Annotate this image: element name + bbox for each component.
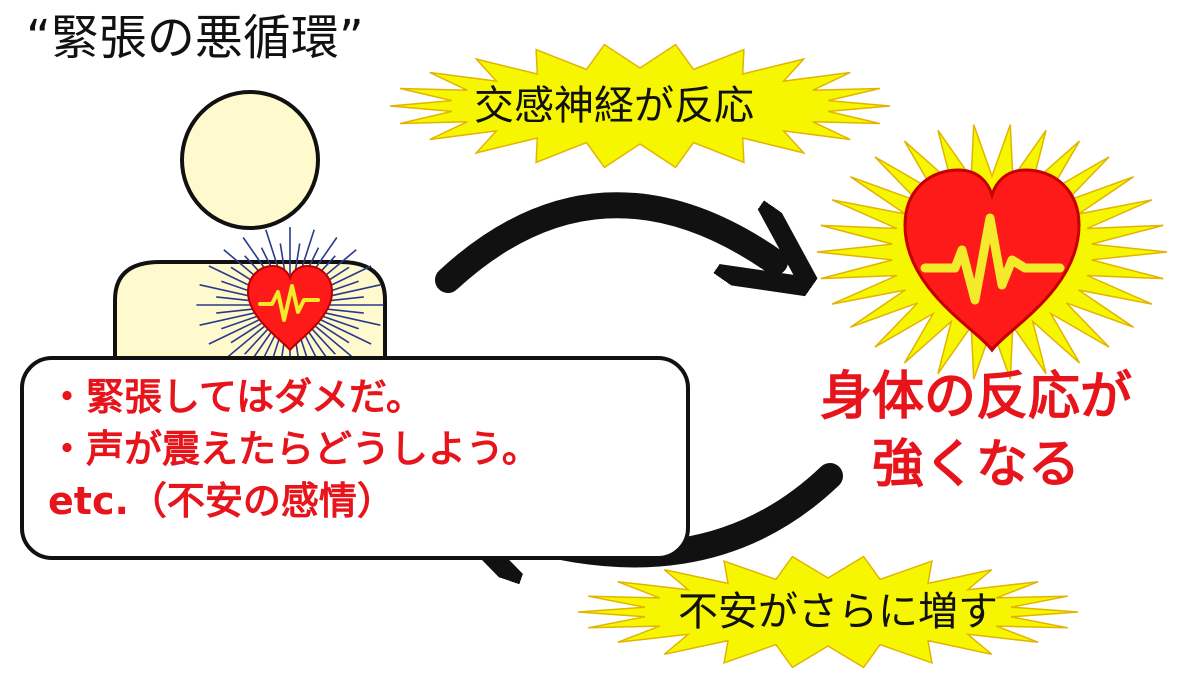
thought-bubble: ・緊張してはダメだ。 ・声が震えたらどうしよう。 etc.（不安の感情）	[20, 356, 690, 560]
top-burst-label: 交感神経が反応	[474, 83, 754, 129]
thought-line-1: ・緊張してはダメだ。	[48, 375, 424, 419]
radiating-line	[208, 319, 260, 345]
radiating-line	[324, 312, 381, 326]
radiating-line	[318, 322, 350, 344]
large-heart-icon	[903, 168, 1081, 353]
small-heart-icon	[246, 264, 334, 352]
radiating-line	[216, 296, 255, 302]
person-icon	[113, 90, 387, 362]
curved-arrow-icon-top	[435, 192, 775, 280]
radiating-line	[216, 308, 255, 314]
body-reaction-line-1: 身体の反応が	[819, 367, 1132, 427]
top-starburst-icon	[389, 43, 891, 169]
radiating-line	[199, 284, 256, 298]
radiating-line	[230, 322, 262, 344]
thought-line-3: etc.（不安の感情）	[48, 479, 395, 523]
radiating-line	[320, 319, 372, 345]
large-pulse-line-icon	[920, 213, 1065, 305]
diagram-title: “緊張の悪循環”	[26, 10, 364, 66]
radiating-line	[199, 312, 256, 326]
radiating-line	[325, 296, 364, 302]
radiating-line	[244, 328, 269, 355]
radiating-line	[323, 315, 359, 330]
small-pulse-line-icon	[258, 284, 320, 322]
radiating-line	[314, 325, 357, 361]
thought-line-2: ・声が震えたらどうしよう。	[48, 427, 540, 471]
bottom-burst-label: 不安がさらに増す	[678, 589, 998, 635]
radiating-line	[221, 315, 257, 330]
body-reaction-line-2: 強くなる	[871, 434, 1080, 495]
radiating-line	[311, 328, 336, 355]
radiating-line	[325, 308, 364, 314]
body-reaction-text: 身体の反応が 強くなる	[786, 364, 1166, 499]
small-heart-burst	[196, 227, 384, 383]
bottom-starburst-icon	[577, 555, 1079, 669]
radiating-line	[324, 284, 381, 298]
radiating-line	[223, 325, 266, 361]
